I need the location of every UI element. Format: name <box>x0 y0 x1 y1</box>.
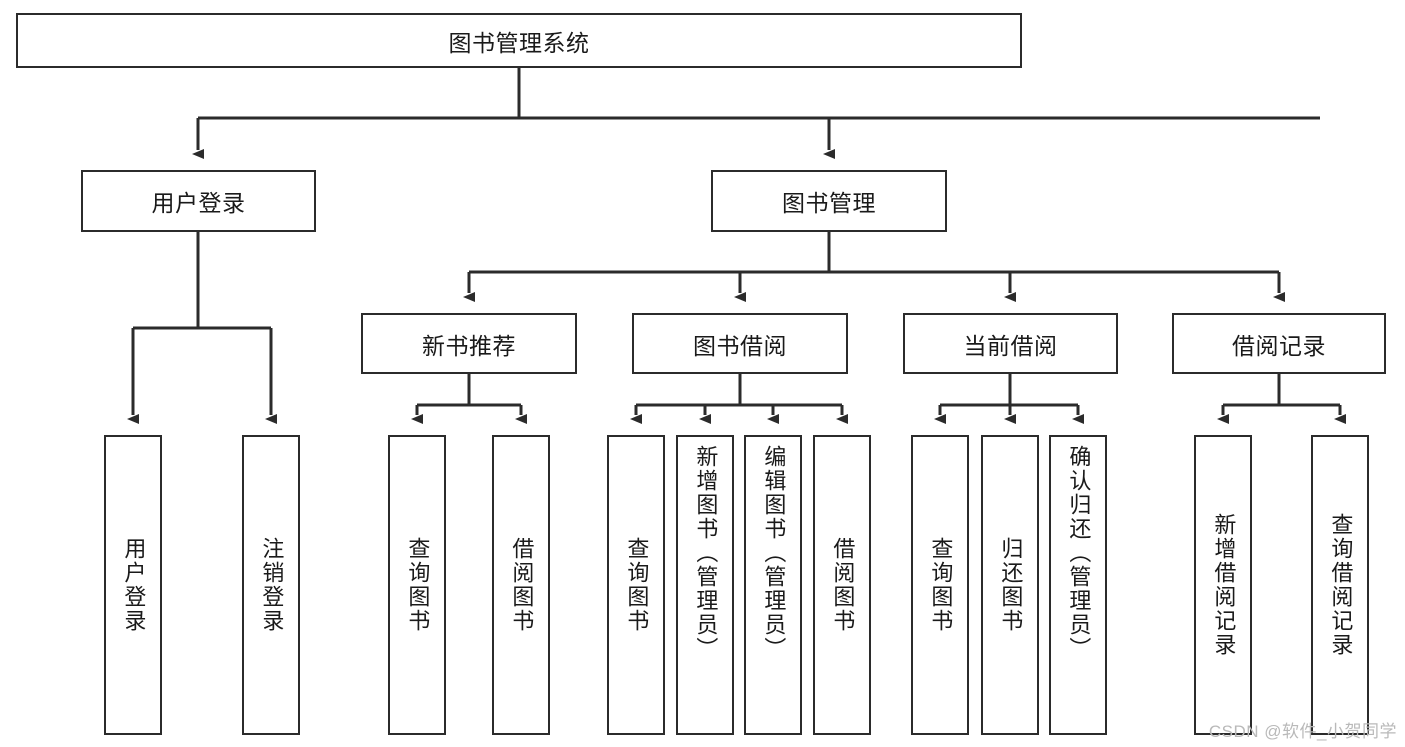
node-label: 图书借阅 <box>693 332 787 359</box>
leaf-label: 新增图书（管理员） <box>693 445 719 661</box>
leaf-label: 查询借阅记录 <box>1328 513 1354 657</box>
leaf-book-borrow-add[interactable]: 新增图书（管理员） <box>676 435 734 735</box>
csdn-watermark: CSDN @软件_小贺同学 <box>1208 722 1397 741</box>
node-book-borrow[interactable]: 图书借阅 <box>632 313 848 374</box>
leaf-user-login-login[interactable]: 用户登录 <box>104 435 162 735</box>
node-label: 图书管理系统 <box>448 29 590 56</box>
leaf-book-borrow-borrow[interactable]: 借阅图书 <box>813 435 871 735</box>
leaf-borrow-record-add[interactable]: 新增借阅记录 <box>1194 435 1252 735</box>
node-new-book-recommend[interactable]: 新书推荐 <box>361 313 577 374</box>
leaf-current-borrow-confirm-return[interactable]: 确认归还（管理员） <box>1049 435 1107 735</box>
leaf-user-login-logout[interactable]: 注销登录 <box>242 435 300 735</box>
node-root-system[interactable]: 图书管理系统 <box>16 13 1022 68</box>
node-label: 图书管理 <box>782 190 876 216</box>
leaf-book-borrow-query[interactable]: 查询图书 <box>607 435 665 735</box>
node-label: 新书推荐 <box>422 332 516 359</box>
node-borrow-record[interactable]: 借阅记录 <box>1172 313 1386 374</box>
node-label: 当前借阅 <box>963 332 1058 359</box>
leaf-label: 编辑图书（管理员） <box>761 445 787 661</box>
node-book-management[interactable]: 图书管理 <box>711 170 947 232</box>
leaf-label: 注销登录 <box>259 537 285 633</box>
leaf-label: 确认归还（管理员） <box>1066 445 1092 661</box>
leaf-label: 查询图书 <box>928 537 954 633</box>
leaf-current-borrow-return[interactable]: 归还图书 <box>981 435 1039 735</box>
node-current-borrow[interactable]: 当前借阅 <box>903 313 1118 374</box>
leaf-new-book-query[interactable]: 查询图书 <box>388 435 446 735</box>
leaf-label: 新增借阅记录 <box>1211 513 1237 657</box>
leaf-new-book-borrow[interactable]: 借阅图书 <box>492 435 550 735</box>
node-label: 用户登录 <box>151 190 246 216</box>
leaf-label: 借阅图书 <box>509 537 535 633</box>
leaf-label: 用户登录 <box>121 537 147 633</box>
leaf-label: 借阅图书 <box>830 537 856 633</box>
leaf-label: 查询图书 <box>624 537 650 633</box>
leaf-borrow-record-query[interactable]: 查询借阅记录 <box>1311 435 1369 735</box>
node-user-login[interactable]: 用户登录 <box>81 170 316 232</box>
leaf-label: 归还图书 <box>998 537 1024 633</box>
leaf-book-borrow-edit[interactable]: 编辑图书（管理员） <box>744 435 802 735</box>
leaf-current-borrow-query[interactable]: 查询图书 <box>911 435 969 735</box>
leaf-label: 查询图书 <box>405 537 431 633</box>
node-label: 借阅记录 <box>1232 332 1326 359</box>
